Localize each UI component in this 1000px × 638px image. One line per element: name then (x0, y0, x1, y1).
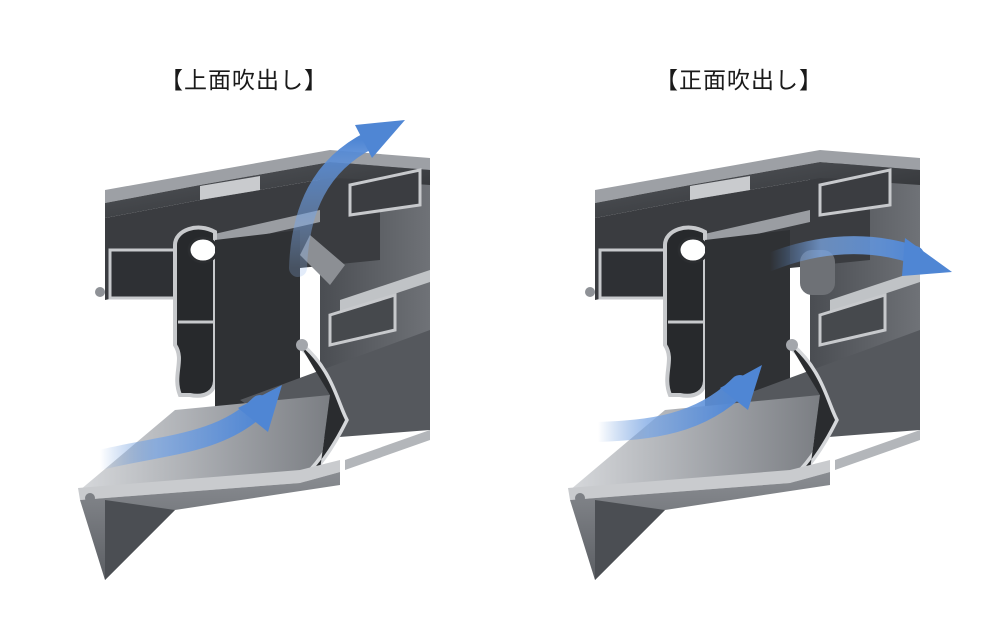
airflow-arrow-top-outlet (90, 120, 405, 470)
profile-front-outlet (568, 150, 920, 580)
airflow-arrow-front-outlet (588, 236, 952, 442)
profile-top-outlet (78, 150, 430, 580)
panel-title-front-outlet: 【正面吹出し】 (655, 68, 823, 94)
panel-title-top-outlet: 【上面吹出し】 (160, 68, 328, 94)
